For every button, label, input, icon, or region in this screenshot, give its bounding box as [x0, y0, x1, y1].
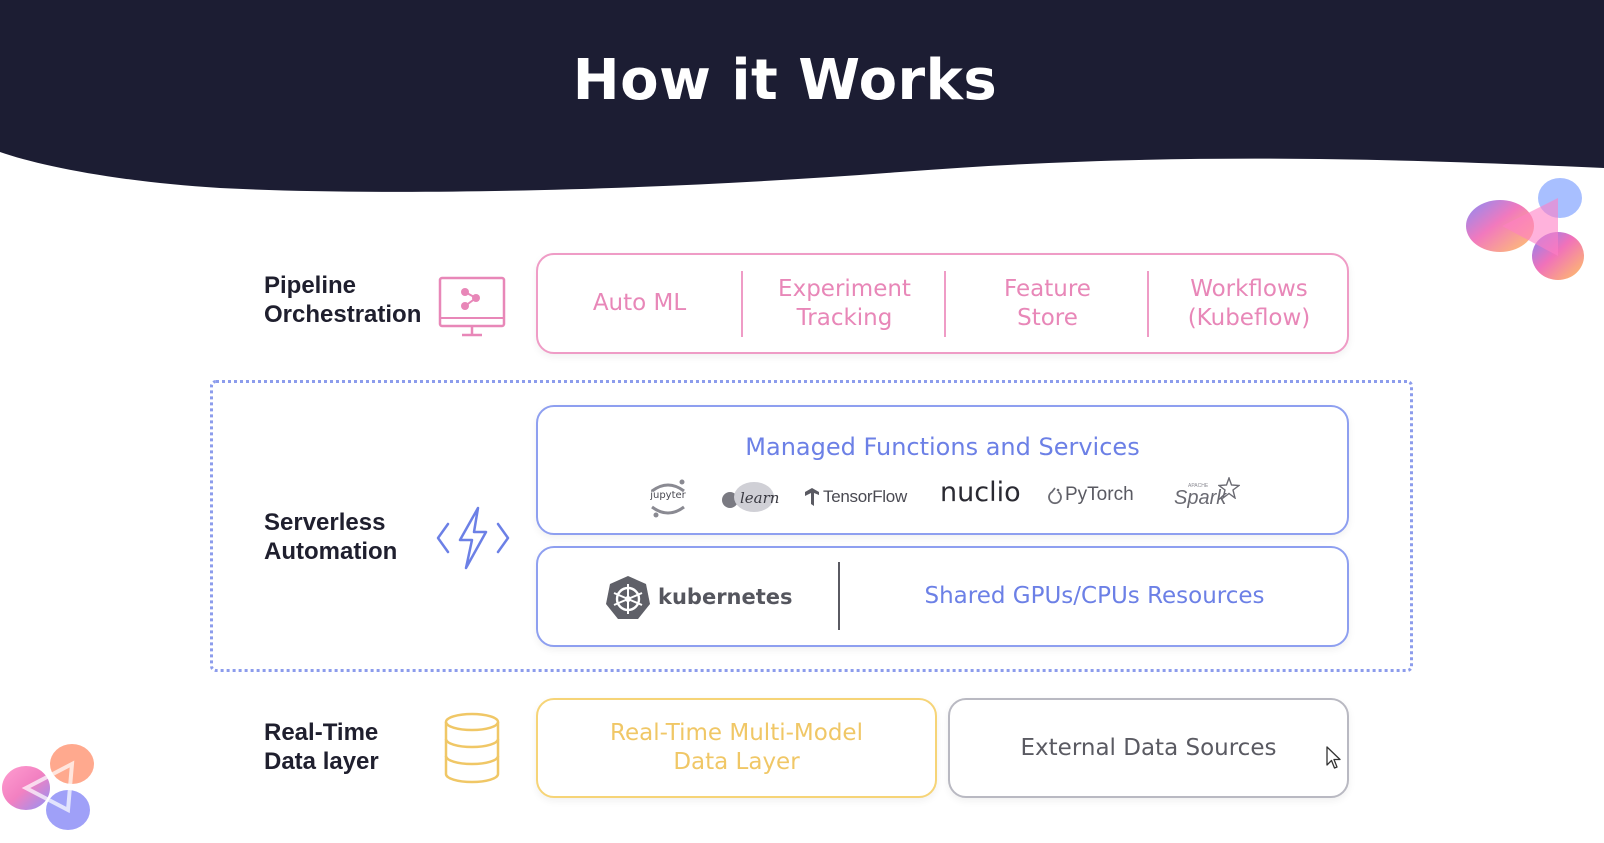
tensorflow-logo: TensorFlow [804, 485, 908, 511]
managed-functions-box: Managed Functions and Services jupyter l… [536, 405, 1349, 535]
experiment-tracking-item[interactable]: Experiment Tracking [743, 255, 946, 352]
kubernetes-logo-text: kubernetes [658, 585, 793, 609]
workflows-line-2: (Kubeflow) [1187, 304, 1311, 331]
database-icon [444, 712, 500, 784]
kubernetes-logo: kubernetes [604, 574, 793, 622]
auto-ml-item[interactable]: Auto ML [538, 255, 741, 352]
serverless-label-line-2: Automation [264, 538, 398, 565]
external-data-sources-box[interactable]: External Data Sources [948, 698, 1349, 798]
pytorch-logo-mark [1048, 487, 1062, 505]
multi-model-text-group: Real-Time Multi-Model Data Layer [538, 700, 935, 796]
tensorflow-logo-text: TensorFlow [823, 487, 907, 506]
jupyter-logo-text: jupyter [650, 490, 686, 501]
auto-ml-text: Auto ML [592, 290, 687, 316]
monitor-pipeline-icon [438, 276, 506, 337]
pipeline-orchestration-label: Pipeline Orchestration [264, 271, 434, 329]
multi-model-line-2: Data Layer [673, 749, 800, 775]
header-background [0, 0, 1604, 192]
experiment-tracking-line-2: Tracking [796, 304, 893, 331]
data-label-line-1: Real-Time [264, 719, 379, 746]
feature-store-item[interactable]: Feature Store [946, 255, 1149, 352]
external-data-sources-text-group: External Data Sources [950, 700, 1347, 796]
shared-resources-item[interactable]: Shared GPUs/CPUs Resources [840, 548, 1349, 645]
pipeline-components-box: Auto ML Experiment Tracking Feature Stor… [536, 253, 1349, 354]
shared-resources-text: Shared GPUs/CPUs Resources [924, 583, 1265, 609]
workflows-line-1: Workflows [1190, 275, 1308, 302]
top-right-blob-logo [1466, 178, 1584, 280]
serverless-label-line-1: Serverless [264, 509, 386, 536]
pipeline-label-line-1: Pipeline [264, 272, 357, 299]
multi-model-data-layer-box[interactable]: Real-Time Multi-Model Data Layer [536, 698, 937, 798]
kubernetes-wheel-icon [606, 576, 650, 619]
spark-logo: APACHE Spark [1172, 477, 1244, 513]
infrastructure-box: kubernetes Shared GPUs/CPUs Resources [536, 546, 1349, 647]
nuclio-logo: nuclio [940, 477, 1021, 508]
real-time-data-layer-label: Real-Time Data layer [264, 718, 434, 776]
external-data-sources-text: External Data Sources [1020, 734, 1277, 761]
infrastructure-divider [838, 562, 840, 630]
pipeline-label-line-2: Orchestration [264, 301, 422, 328]
managed-functions-title: Managed Functions and Services [745, 433, 1140, 461]
spark-star-icon [1218, 477, 1240, 499]
spark-logo-text: Spark [1174, 487, 1227, 509]
experiment-tracking-line-1: Experiment [778, 275, 911, 302]
multi-model-line-1: Real-Time Multi-Model [610, 720, 863, 746]
sklearn-logo-mark [722, 482, 774, 512]
pytorch-logo: PyTorch [1048, 483, 1138, 509]
sklearn-logo-text: learn [740, 489, 780, 507]
jupyter-logo-mark [651, 479, 685, 518]
pipeline-divider-3 [1147, 271, 1149, 337]
feature-store-line-1: Feature [1004, 275, 1091, 302]
pipeline-divider-1 [741, 271, 743, 337]
data-label-line-2: Data layer [264, 748, 379, 775]
page-title: How it Works [572, 48, 998, 113]
jupyter-logo: jupyter [648, 477, 688, 519]
spark-small-text: APACHE [1188, 483, 1209, 489]
pytorch-logo-text: PyTorch [1065, 484, 1134, 505]
serverless-automation-label: Serverless Automation [264, 508, 434, 566]
lightning-code-icon [436, 506, 510, 570]
sklearn-logo: learn [720, 481, 780, 515]
mouse-cursor-icon [1326, 746, 1341, 769]
pipeline-divider-2 [944, 271, 946, 337]
bottom-left-blob-logo [2, 744, 94, 830]
tensorflow-logo-mark [805, 488, 819, 506]
serverless-group-frame [210, 380, 1413, 672]
feature-store-line-2: Store [1017, 304, 1078, 331]
workflows-kubeflow-item[interactable]: Workflows (Kubeflow) [1149, 255, 1349, 352]
